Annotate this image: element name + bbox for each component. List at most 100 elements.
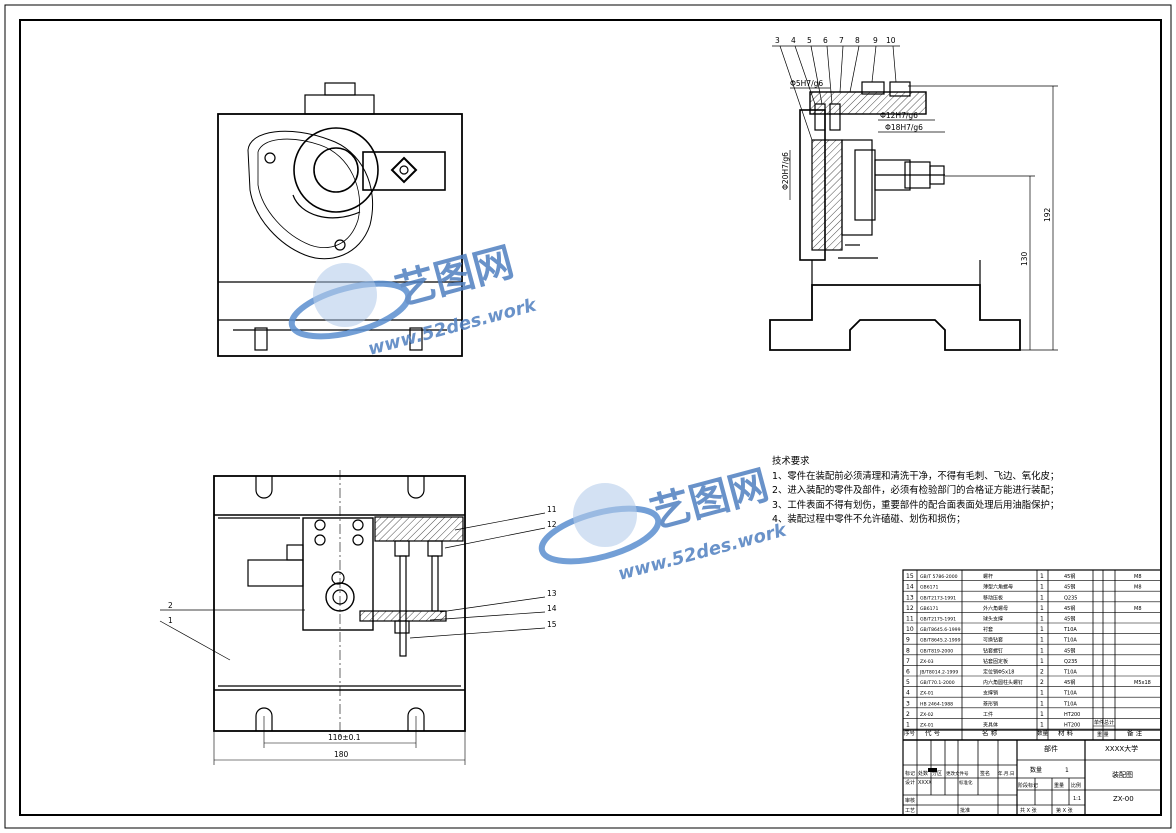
bom-header-total: 总计	[1104, 719, 1114, 726]
bom-header-material: 材 料	[1058, 728, 1074, 737]
bom-cell-qty: 1	[1040, 616, 1044, 623]
bom-cell-name: 钻套固定板	[983, 658, 1008, 665]
stage-label: 阶段标记	[1018, 782, 1038, 789]
tb-label-approve: 批准	[960, 807, 970, 814]
bom-cell-qty: 1	[1040, 647, 1044, 654]
bom-header-name: 名 称	[982, 728, 998, 737]
tb-label-design: 设计	[905, 779, 915, 786]
front-balloon: 15	[547, 620, 557, 629]
bom-cell-no: 11	[906, 616, 914, 623]
drawing-name: 装配图	[1112, 770, 1133, 779]
bom-cell-code: GB/T 5786-2000	[920, 574, 958, 580]
fit-label: Φ18H7/g6	[885, 123, 923, 132]
tb-label-standard: 标准化	[959, 779, 973, 786]
bom-header-weight: 重 量	[1097, 731, 1109, 738]
side-view	[769, 45, 1058, 351]
fit-label: Φ20H7/g6	[781, 152, 790, 190]
bom-cell-qty: 1	[1040, 594, 1044, 601]
bom-cell-no: 9	[906, 637, 910, 644]
bom-cell-material: HT200	[1064, 712, 1080, 718]
tb-label-mark: 标记	[905, 770, 915, 777]
bom-cell-no: 13	[906, 594, 914, 601]
front-view-labels: 11 12 13 14 15 2 1 110±0.1 180	[168, 505, 557, 759]
bom-header-single: 单件	[1094, 719, 1104, 726]
bom-cell-qty: 1	[1040, 658, 1044, 665]
bom-cell-code: GB6171	[920, 606, 938, 612]
tb-label-sign: 签名	[980, 770, 990, 777]
bom-cell-name: 菱形销	[983, 700, 998, 707]
tech-req-item: 2、进入装配的零件及部件，必须有检验部门的合格证方能进行装配；	[772, 485, 1060, 497]
bom-cell-material: 45钢	[1064, 584, 1075, 591]
side-balloon: 10	[886, 36, 896, 45]
tech-req-item: 3、工件表面不得有划伤，重要部件的配合面表面处理后用油脂保护；	[772, 499, 1060, 511]
title-block	[903, 740, 1161, 815]
bom-cell-material: HT200	[1064, 723, 1080, 729]
bom-cell-name: 可换钻套	[983, 637, 1003, 644]
bom-cell-code: GB/T2175-1991	[920, 617, 956, 623]
side-balloon: 8	[855, 36, 860, 45]
bom-cell-code: GB6171	[920, 585, 938, 591]
bom-cell-no: 7	[906, 658, 910, 665]
inner-border	[19, 19, 1162, 816]
side-balloon: 9	[873, 36, 878, 45]
school-name: XXXX大学	[1105, 744, 1138, 753]
front-balloon: 13	[547, 589, 557, 598]
bom-cell-qty: 1	[1040, 711, 1044, 718]
bom-cell-note: M8	[1134, 585, 1142, 591]
drawing-number: ZX-00	[1113, 795, 1134, 803]
bom-cell-name: 球头支撑	[983, 616, 1003, 623]
bom-cell-name: 工件	[983, 711, 993, 718]
scale-label: 比例	[1071, 782, 1081, 789]
bom-cell-name: 支撑销	[983, 690, 998, 697]
technical-requirements: 技术要求 1、零件在装配前必须清理和清洗干净，不得有毛刺、飞边、氧化皮； 2、进…	[772, 455, 1112, 528]
bom-cell-material: 45钢	[1064, 679, 1075, 686]
dimension-180: 180	[334, 750, 349, 759]
front-balloon: 12	[547, 520, 557, 529]
bom-header-code: 代 号	[925, 728, 941, 737]
bom-cell-no: 3	[906, 700, 910, 707]
bom-header-qty: 数量	[1037, 729, 1049, 737]
qty-label: 数量	[1030, 766, 1042, 774]
bom-cell-material: T10A	[1063, 691, 1077, 697]
outer-border	[4, 4, 1172, 829]
bom-cell-no: 4	[906, 690, 910, 697]
bom-cell-qty: 1	[1040, 637, 1044, 644]
bom-cell-material: 45钢	[1064, 647, 1075, 654]
bom-cell-note: M8	[1134, 574, 1142, 580]
title-block-text: 部件 XXXX大学 装配图 数量 1 阶段标记 重量 比例 1:1 ZX-00 …	[905, 744, 1138, 814]
side-balloon: 6	[823, 36, 828, 45]
bom-cell-code: ZX-01	[920, 723, 934, 729]
bom-cell-name: 衬套	[983, 626, 993, 633]
bom-cell-material: 45钢	[1064, 616, 1075, 623]
bom-cell-no: 2	[906, 711, 910, 718]
bom-cell-note: M5x18	[1134, 680, 1151, 686]
bom-cell-name: 薄型六角螺母	[983, 584, 1013, 591]
front-view	[159, 470, 546, 765]
tb-label-count: 处数	[918, 770, 928, 777]
bom-cell-material: T10A	[1063, 638, 1077, 644]
tb-label-zone: 分区	[932, 770, 942, 777]
bom-cell-code: ZX-02	[920, 712, 934, 718]
fit-label: Φ12H7/g6	[880, 111, 918, 120]
sheet-count: 共 X 张	[1020, 807, 1037, 814]
bom-cell-name: 内六角圆柱头螺钉	[983, 679, 1023, 686]
bom-cell-code: GB/T8645.2-1999	[920, 638, 961, 644]
bom-header-note: 备 注	[1127, 728, 1143, 737]
bom-cell-name: 夹具体	[983, 722, 998, 729]
tb-label-review: 审核	[905, 797, 915, 804]
bom-cell-code: ZX-03	[920, 659, 934, 665]
side-balloon: 3	[775, 36, 780, 45]
fit-label: Φ5H7/g6	[790, 79, 823, 88]
bom-cell-material: Q235	[1064, 595, 1077, 601]
bom-cell-qty: 1	[1040, 690, 1044, 697]
dimension-192: 192	[1043, 207, 1052, 222]
bom-cell-name: 移动压板	[983, 594, 1003, 601]
bom-cell-material: T10A	[1063, 670, 1077, 676]
watermark-top: 艺图网 www.52des.work	[288, 239, 539, 360]
front-balloon: 1	[168, 616, 173, 625]
bom-cell-code: GB/T70.1-2000	[920, 680, 955, 686]
sheet-number: 第 X 张	[1056, 807, 1073, 814]
front-balloon: 11	[547, 505, 557, 514]
